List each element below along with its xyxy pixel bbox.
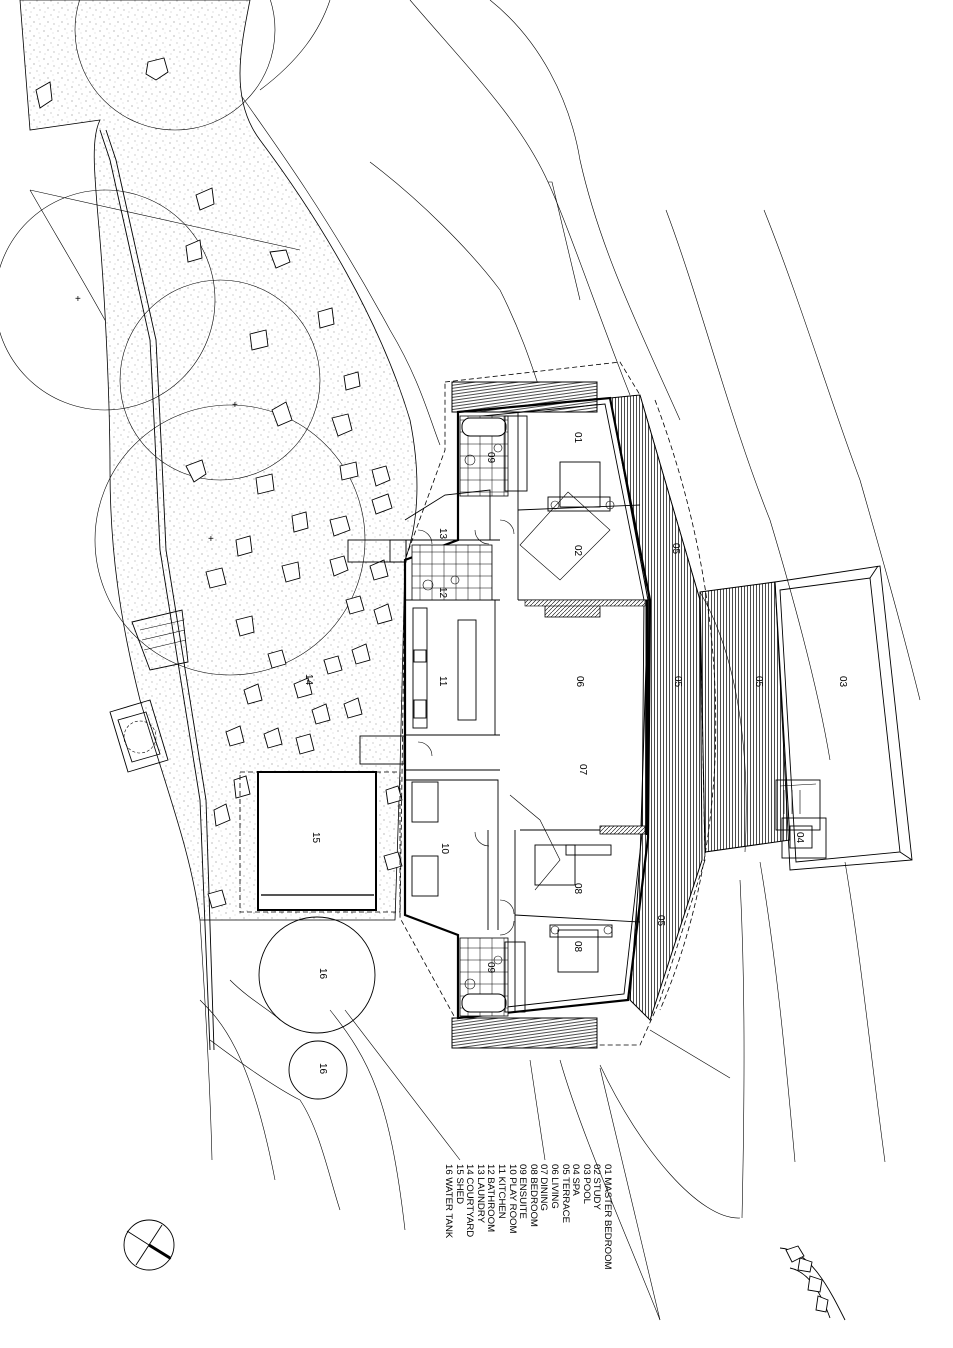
water-tank-small bbox=[288, 1040, 348, 1100]
room-labels: 01 02 03 04 05 05 05 05 06 07 08 08 09 0… bbox=[303, 432, 848, 1075]
garden-steps bbox=[109, 609, 189, 773]
ensuite-south bbox=[459, 937, 526, 1017]
label-ensuite-a: 09 bbox=[485, 452, 496, 464]
terrace-east bbox=[609, 394, 703, 1021]
roof-outline bbox=[399, 361, 706, 1046]
label-laundry: 13 bbox=[437, 528, 448, 540]
shed bbox=[239, 771, 401, 913]
north-arrow-icon bbox=[123, 1219, 175, 1271]
label-living: 06 bbox=[574, 676, 585, 688]
label-kitchen: 11 bbox=[437, 676, 448, 687]
playroom-cabinets bbox=[411, 781, 439, 897]
beds bbox=[509, 461, 615, 973]
label-dining: 07 bbox=[577, 764, 588, 776]
label-ensuite-b: 09 bbox=[485, 962, 496, 974]
label-water-tank-small: 16 bbox=[317, 1063, 328, 1075]
legend-item: 01 MASTER BEDROOM bbox=[602, 1164, 613, 1270]
label-spa: 04 bbox=[794, 832, 805, 844]
label-study: 02 bbox=[572, 545, 583, 557]
house-walls bbox=[403, 396, 652, 1020]
legend-item: 12 BATHROOM bbox=[485, 1164, 497, 1233]
legend-item: 10 PLAY ROOM bbox=[506, 1164, 518, 1234]
room-legend: 01 MASTER BEDROOM 02 STUDY 03 POOL 04 SP… bbox=[443, 1164, 613, 1270]
label-bedroom-b: 08 bbox=[572, 941, 583, 953]
label-courtyard: 14 bbox=[303, 674, 314, 686]
label-shed: 15 bbox=[310, 832, 321, 844]
svg-text:+: + bbox=[75, 294, 81, 305]
label-water-tank-large: 16 bbox=[317, 968, 328, 980]
balcony-north bbox=[451, 381, 598, 413]
svg-text:+: + bbox=[232, 400, 238, 411]
label-pool: 03 bbox=[837, 676, 848, 688]
stepping-stones bbox=[35, 57, 403, 909]
site-boundary-wall bbox=[99, 129, 215, 1051]
label-play-room: 10 bbox=[439, 843, 450, 855]
legend-item: 03 POOL bbox=[580, 1164, 592, 1204]
kitchen-benches bbox=[412, 607, 477, 729]
legend-item: 15 SHED bbox=[453, 1164, 465, 1204]
legend-item: 06 LIVING bbox=[549, 1164, 561, 1209]
label-terrace-a: 05 bbox=[670, 543, 681, 555]
bathroom-tiles bbox=[411, 544, 493, 601]
laundry-walls bbox=[404, 489, 491, 540]
spa bbox=[775, 779, 827, 859]
legend-item: 07 DINING bbox=[538, 1164, 550, 1211]
legend-item: 16 WATER TANK bbox=[443, 1164, 455, 1239]
contour-lines bbox=[29, 0, 921, 1321]
legend-item: 05 TERRACE bbox=[559, 1164, 571, 1224]
water-tank-large bbox=[258, 916, 376, 1034]
legend-item: 14 COURTYARD bbox=[464, 1164, 476, 1238]
interior-partitions bbox=[405, 412, 650, 1012]
terrace-pool-deck bbox=[699, 581, 791, 853]
tree-canopies: + + + bbox=[0, 0, 366, 676]
label-bathroom: 12 bbox=[437, 587, 448, 599]
legend-item: 08 BEDROOM bbox=[527, 1164, 539, 1227]
label-terrace-d: 05 bbox=[655, 915, 666, 927]
label-master-bedroom: 01 bbox=[572, 432, 583, 444]
svg-text:+: + bbox=[208, 534, 214, 545]
legend-leader-lines bbox=[529, 1059, 661, 1321]
legend-item: 11 KITCHEN bbox=[496, 1164, 508, 1219]
balcony-south bbox=[451, 1017, 598, 1049]
legend-item: 04 SPA bbox=[570, 1164, 582, 1196]
courtyard-gravel bbox=[19, 0, 418, 921]
pool bbox=[774, 565, 913, 871]
stone-path bbox=[779, 1245, 846, 1321]
label-terrace-c: 05 bbox=[753, 676, 764, 688]
label-bedroom-a: 08 bbox=[572, 883, 583, 895]
legend-item: 09 ENSUITE bbox=[517, 1164, 529, 1219]
legend-item: 02 STUDY bbox=[591, 1164, 603, 1210]
legend-item: 13 LAUNDRY bbox=[474, 1164, 486, 1224]
label-terrace-b: 05 bbox=[672, 676, 683, 688]
door-swings bbox=[417, 519, 515, 936]
ensuite-north bbox=[459, 415, 528, 497]
